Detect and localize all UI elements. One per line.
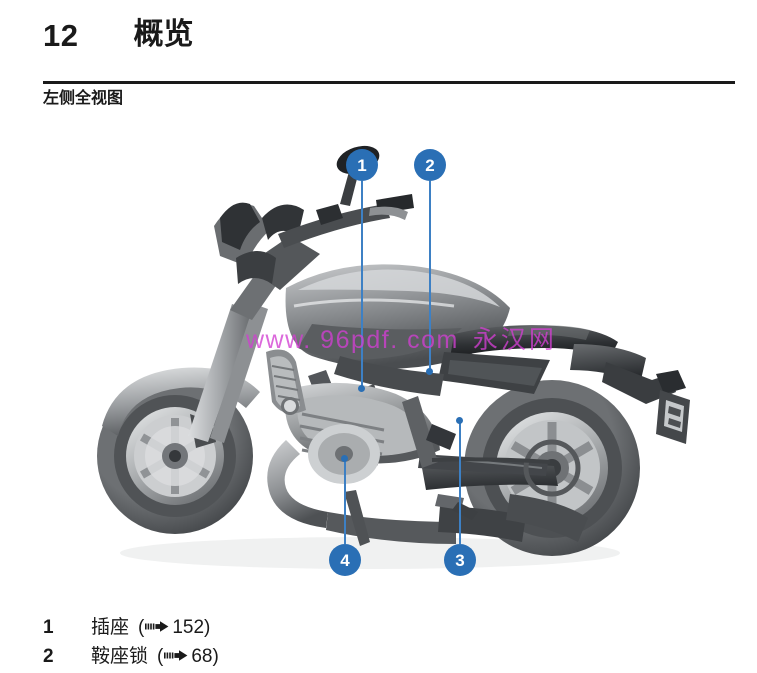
callout-marker-2[interactable]: 2 <box>414 149 446 181</box>
legend-ref-open: ( <box>138 617 145 638</box>
legend-ref-close: ) <box>212 646 219 667</box>
legend-item: 2 鞍座锁 ( 68) <box>43 641 733 670</box>
callout-leader-1 <box>361 181 363 389</box>
legend-index: 2 <box>43 646 54 667</box>
legend-page-reference[interactable]: ( 152) <box>138 617 210 639</box>
page-number: 12 <box>43 17 79 53</box>
page-reference-arrow-icon <box>164 650 188 662</box>
callout-marker-4[interactable]: 4 <box>329 544 361 576</box>
legend-ref-page: 152 <box>172 617 205 638</box>
legend-page-reference[interactable]: ( 68) <box>157 646 219 668</box>
legend-ref-open: ( <box>157 646 164 667</box>
figure-left-side-view: 1 2 3 4 <box>40 138 720 593</box>
page-reference-arrow-icon <box>145 621 169 633</box>
legend-label: 插座 <box>91 617 130 638</box>
callout-endpoint-2 <box>426 368 433 375</box>
section-subtitle: 左侧全视图 <box>43 90 124 107</box>
callout-endpoint-1 <box>358 385 365 392</box>
callout-leader-2 <box>429 181 431 372</box>
legend-item: 1 插座 ( 152) <box>43 612 733 641</box>
header-divider <box>43 81 735 84</box>
callout-marker-1[interactable]: 1 <box>346 149 378 181</box>
figure-stage <box>40 138 720 593</box>
legend-index: 1 <box>43 617 54 638</box>
legend-label: 鞍座锁 <box>91 646 149 667</box>
callout-leader-4 <box>344 458 346 544</box>
motorcycle-illustration <box>97 145 690 569</box>
callout-marker-3[interactable]: 3 <box>444 544 476 576</box>
callout-endpoint-4 <box>341 455 348 462</box>
legend-ref-page: 68 <box>191 646 213 667</box>
chapter-title: 概览 <box>133 18 194 51</box>
figure-legend: 1 插座 ( 152) 2 鞍座锁 ( <box>43 612 733 670</box>
page-header: 12 概览 <box>43 12 743 58</box>
callout-leader-3 <box>459 420 461 544</box>
legend-ref-close: ) <box>204 617 211 638</box>
callout-endpoint-3 <box>456 417 463 424</box>
